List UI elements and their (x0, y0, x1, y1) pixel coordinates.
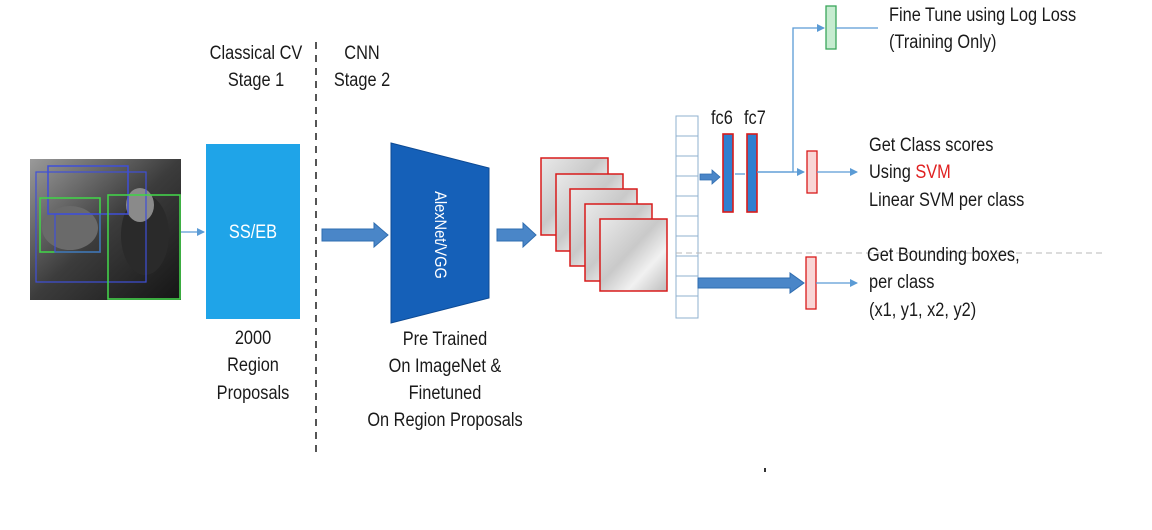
proposals-word-label: Proposals (216, 383, 290, 404)
stage1-label: Stage 1 (227, 70, 285, 91)
fc7-layer (746, 133, 758, 213)
region-box (35, 171, 147, 283)
region-box (107, 194, 181, 300)
feature-map (599, 218, 668, 292)
feature-maps (540, 157, 668, 292)
fc7-label: fc7 (744, 108, 766, 129)
finetune-box (825, 5, 837, 50)
finetune-line1: Fine Tune using Log Loss (889, 5, 1077, 26)
class-line2: Using SVM (869, 159, 951, 186)
finetune-line2: (Training Only) (889, 32, 997, 53)
class-score-box (806, 150, 818, 194)
stray-mark (764, 468, 766, 472)
pretrained-line3: Finetuned (408, 383, 482, 404)
bbox-line2: per class (869, 272, 935, 293)
proposals-region-label: Region (227, 355, 279, 376)
svm-highlight: SVM (915, 162, 951, 183)
classical-cv-label: Classical CV (209, 43, 303, 64)
cnn-trapezoid (390, 142, 490, 324)
arrow-cnn-to-features (496, 221, 537, 249)
class-line2-prefix: Using (869, 162, 916, 183)
fc6-layer (722, 133, 734, 213)
input-image (30, 159, 181, 300)
bbox-box (805, 256, 817, 310)
arrow-vector-to-bbox (697, 272, 805, 294)
pretrained-line4: On Region Proposals (367, 410, 523, 431)
cnn-label: CNN (344, 43, 380, 64)
class-line1: Get Class scores (869, 135, 994, 156)
pretrained-line2: On ImageNet & (388, 356, 502, 377)
ss-eb-box (206, 144, 300, 319)
flattened-vector (675, 115, 699, 319)
proposals-count-label: 2000 (234, 328, 272, 349)
fc6-label: fc6 (711, 108, 733, 129)
ss-eb-label: SS/EB (228, 222, 278, 243)
bbox-line1: Get Bounding boxes, (867, 245, 1020, 266)
stage2-label: Stage 2 (333, 70, 391, 91)
class-line3: Linear SVM per class (869, 190, 1025, 211)
region-box (54, 213, 101, 253)
bbox-line3: (x1, y1, x2, y2) (869, 300, 977, 321)
arrow-vector-to-fc6 (699, 169, 721, 185)
pretrained-line1: Pre Trained (402, 329, 488, 350)
alexnet-vgg-label: AlexNet/VGG (431, 191, 450, 279)
arrow-ss-to-cnn (321, 221, 389, 249)
